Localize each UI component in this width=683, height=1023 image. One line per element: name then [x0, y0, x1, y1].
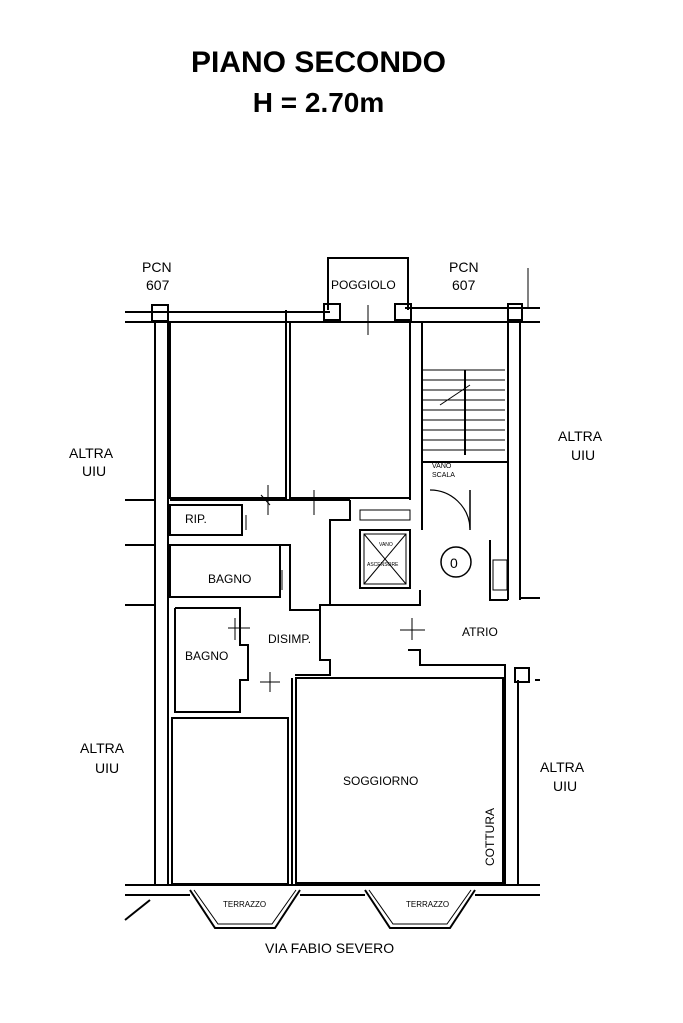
altra-uiu-label: ALTRA: [540, 759, 585, 775]
pillar: [151, 304, 169, 322]
ripostiglio-label: RIP.: [185, 512, 207, 526]
altra-uiu-label: ALTRA: [69, 445, 114, 461]
room-bedroom-1: [169, 321, 287, 499]
cottura-label: COTTURA: [483, 808, 497, 866]
altra-uiu-label: ALTRA: [558, 428, 603, 444]
room-bedroom-3: [171, 717, 289, 885]
atrio-label: ATRIO: [462, 625, 498, 639]
terrazzo-left: [189, 889, 301, 929]
room-ripostiglio: [169, 504, 243, 536]
vano-scala-label: SCALA: [432, 472, 455, 479]
stair-treads: [422, 369, 505, 455]
uiu-label: UIU: [553, 778, 577, 794]
room-bedroom-2: [289, 321, 411, 499]
floor-marker-label: 0: [450, 555, 458, 571]
disimpegno-label: DISIMP.: [268, 632, 311, 646]
vano-scala-label: VANO: [432, 463, 452, 470]
pcn-left-label: PCN: [142, 259, 172, 275]
pillar: [323, 303, 341, 321]
terrazzo-right: [364, 889, 476, 929]
uiu-label: UIU: [82, 463, 106, 479]
wall: [124, 899, 151, 921]
door-swing: [429, 489, 471, 529]
wall: [280, 500, 351, 611]
pcn-right-label: PCN: [449, 259, 479, 275]
bagno-label: BAGNO: [185, 649, 228, 663]
terrazzo-label: TERRAZZO: [223, 900, 266, 909]
room-bagno-2: [174, 607, 249, 713]
cabinet: [492, 559, 508, 591]
soggiorno-label: SOGGIORNO: [343, 774, 418, 788]
uiu-label: UIU: [571, 447, 595, 463]
terrazzo-label: TERRAZZO: [406, 900, 449, 909]
wall: [295, 610, 331, 676]
wall: [330, 590, 421, 606]
street-label: VIA FABIO SEVERO: [265, 940, 394, 956]
poggiolo-balcony: [327, 257, 409, 310]
pillar: [514, 667, 530, 683]
room-soggiorno: [295, 677, 504, 884]
poggiolo-label: POGGIOLO: [331, 278, 396, 292]
floor-marker-circle: [440, 546, 472, 578]
pillar: [394, 303, 412, 321]
pcn-left-number: 607: [146, 277, 170, 293]
uiu-label: UIU: [95, 760, 119, 776]
room-bagno-1: [169, 544, 281, 598]
ceiling-height: H = 2.70m: [252, 87, 385, 118]
lift-label: VANO: [379, 542, 393, 548]
altra-uiu-label: ALTRA: [80, 740, 125, 756]
wall: [408, 649, 506, 885]
lift-shaft: [359, 529, 411, 589]
wall: [489, 540, 508, 601]
lift-label: ASCENSORE: [367, 562, 399, 568]
plan-title: PIANO SECONDO: [190, 46, 447, 79]
bagno-label: BAGNO: [208, 572, 251, 586]
pillar: [507, 303, 523, 321]
lift-cabin: [363, 533, 407, 585]
pcn-right-number: 607: [452, 277, 476, 293]
